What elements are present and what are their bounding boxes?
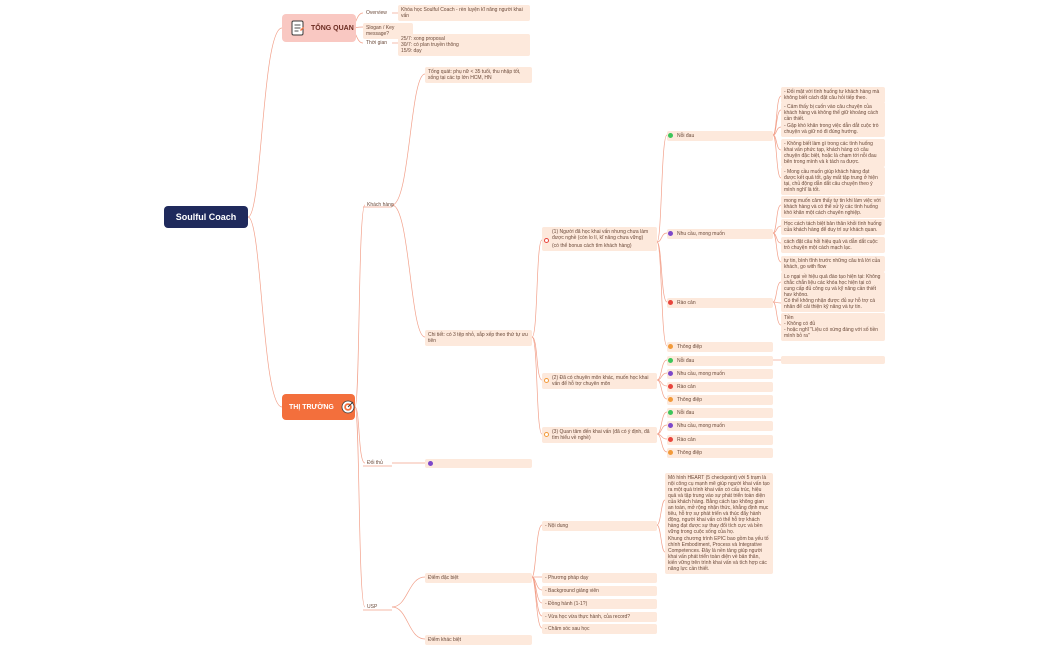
red-dot-icon xyxy=(668,300,673,305)
pain-point[interactable]: - Gặp khó khăn trong việc dẫn dắt cuộc t… xyxy=(781,121,885,137)
info-icon xyxy=(428,461,433,466)
seg3-item-label: Thông điệp xyxy=(677,450,703,456)
seg2-item[interactable]: Nhu cầu, mong muốn xyxy=(667,369,773,379)
seg1-nhu-cau-label: Nhu cầu, mong muốn xyxy=(677,231,725,237)
seg1-rao-can[interactable]: Rào cản xyxy=(667,298,773,308)
purple-dot-icon xyxy=(668,231,673,236)
need-item[interactable]: cách đặt câu hỏi hiệu quả và dẫn dắt cuộ… xyxy=(781,237,885,253)
green-dot-icon xyxy=(668,358,673,363)
pain-point[interactable]: - Không biết làm gì trong các tình huống… xyxy=(781,139,885,167)
time-details[interactable]: 25/7: xong proposal 30/7: có plan truyền… xyxy=(398,34,530,56)
segment-3-node[interactable]: (3) Quan tâm đến khai vấn (đã có ý định,… xyxy=(542,427,657,443)
seg1-thong-diep[interactable]: Thông điệp xyxy=(667,342,773,352)
usp-label[interactable]: USP xyxy=(367,604,378,610)
time-line-3: 15/9: dạy xyxy=(401,48,422,54)
khach-hang-label[interactable]: Khách hàng xyxy=(367,202,394,208)
segment-2-label: (2) Đã có chuyên môn khác, muốn học khai… xyxy=(552,375,649,387)
chi-tiet-node[interactable]: Chi tiết: có 3 tệp nhỏ, sắp xếp theo thứ… xyxy=(425,330,532,346)
need-item[interactable]: tự tin, bình tĩnh trước những câu trả lờ… xyxy=(781,256,885,272)
seg3-item[interactable]: Nhu cầu, mong muốn xyxy=(667,421,773,431)
time-line-2: 30/7: có plan truyền thông xyxy=(401,42,459,48)
purple-dot-icon xyxy=(668,371,673,376)
pain-point[interactable]: - Mong cầu muốn giúp khách hàng đạt được… xyxy=(781,167,885,195)
barrier-item[interactable]: Có thể không nhận được đủ sự hỗ trợ cá n… xyxy=(781,296,885,312)
segment-1-sub: (có thể bonus cách tìm khách hàng) xyxy=(552,243,632,249)
seg1-thong-diep-label: Thông điệp xyxy=(677,344,703,350)
seg1-noi-dau[interactable]: Nỗi đau xyxy=(667,131,773,141)
pain-point[interactable]: - Đối mặt với tình huống tư khách hàng m… xyxy=(781,87,885,103)
category-tong-quan[interactable]: TỔNG QUAN xyxy=(282,14,356,42)
red-dot-icon xyxy=(668,437,673,442)
seg2-item[interactable]: Thông điệp xyxy=(667,395,773,405)
usp-other-item[interactable]: - Background giảng viên xyxy=(542,586,657,596)
seg3-item[interactable]: Nỗi đau xyxy=(667,408,773,418)
barrier-item[interactable]: Tiền - Không có đủ - hoặc nghĩ "Liệu có … xyxy=(781,313,885,341)
seg3-item-label: Nỗi đau xyxy=(677,410,695,416)
need-item[interactable]: mong muốn cảm thấy tự tin khi làm việc v… xyxy=(781,196,885,218)
usp-other-item[interactable]: - Vừa học vừa thực hành, của record? xyxy=(542,612,657,622)
diem-dac-biet-node[interactable]: Điểm đặc biệt xyxy=(425,573,532,583)
overview-label[interactable]: Overview xyxy=(366,10,387,16)
orange-dot-icon xyxy=(668,450,673,455)
usp-other-item[interactable]: - Đồng hành (1-1?) xyxy=(542,599,657,609)
seg2-item[interactable]: Rào cản xyxy=(667,382,773,392)
seg1-nhu-cau[interactable]: Nhu cầu, mong muốn xyxy=(667,229,773,239)
root-node[interactable]: Soulful Coach xyxy=(164,206,248,228)
document-icon xyxy=(291,20,305,36)
green-dot-icon xyxy=(668,410,673,415)
red-dot-icon xyxy=(668,384,673,389)
seg2-item-label: Thông điệp xyxy=(677,397,703,403)
usp-other-item[interactable]: - Phương pháp dạy xyxy=(542,573,657,583)
segment-1-label: (1) Người đã học khai vấn nhưng chưa làm… xyxy=(552,229,649,241)
noi-dung-detail[interactable]: Khung chương trình EPIC bao gồm ba yếu t… xyxy=(665,534,773,574)
segment-1-marker-icon xyxy=(544,238,549,243)
need-item[interactable]: Học cách tách biệt bản thân khỏi tình hu… xyxy=(781,219,885,235)
doi-thu-node[interactable] xyxy=(425,459,532,468)
segment-3-marker-icon xyxy=(544,432,549,437)
orange-dot-icon xyxy=(668,397,673,402)
seg2-item[interactable]: Nỗi đau xyxy=(667,356,773,366)
orange-dot-icon xyxy=(668,344,673,349)
empty-node[interactable] xyxy=(781,356,885,364)
target-icon xyxy=(341,400,355,414)
thi-truong-label: THỊ TRƯỜNG xyxy=(289,403,334,411)
seg1-rao-can-label: Rào cản xyxy=(677,300,696,306)
tong-quan-label: TỔNG QUAN xyxy=(311,24,354,32)
segment-2-node[interactable]: (2) Đã có chuyên môn khác, muốn học khai… xyxy=(542,373,657,389)
segment-1-node[interactable]: (1) Người đã học khai vấn nhưng chưa làm… xyxy=(542,227,657,251)
seg1-noi-dau-label: Nỗi đau xyxy=(677,133,695,139)
seg3-item[interactable]: Thông điệp xyxy=(667,448,773,458)
noi-dung-node[interactable]: - Nội dung xyxy=(542,521,657,531)
time-label[interactable]: Thời gian xyxy=(366,40,388,46)
seg3-item[interactable]: Rào cản xyxy=(667,435,773,445)
seg2-item-label: Rào cản xyxy=(677,384,696,390)
pain-point[interactable]: - Cảm thấy bị cuốn vào câu chuyện của kh… xyxy=(781,102,885,124)
seg2-item-label: Nhu cầu, mong muốn xyxy=(677,371,725,377)
time-line-1: 25/7: xong proposal xyxy=(401,36,445,42)
seg3-item-label: Nhu cầu, mong muốn xyxy=(677,423,725,429)
barrier-item[interactable]: Lo ngại về hiệu quả đào tạo hiện tại: Kh… xyxy=(781,272,885,300)
green-dot-icon xyxy=(668,133,673,138)
segment-2-marker-icon xyxy=(544,378,549,383)
segment-3-label: (3) Quan tâm đến khai vấn (đã có ý định,… xyxy=(552,429,650,441)
category-thi-truong[interactable]: THỊ TRƯỜNG xyxy=(282,394,355,420)
tong-quat-node[interactable]: Tổng quát: phụ nữ < 35 tuổi, thu nhập tố… xyxy=(425,67,532,83)
diem-khac-biet-node[interactable]: Điểm khác biệt xyxy=(425,635,532,645)
usp-other-item[interactable]: - Chăm sóc sau học xyxy=(542,624,657,634)
noi-dung-detail[interactable]: Mô hình HEART (5 checkpoint) với 5 trạm … xyxy=(665,473,773,537)
root-label: Soulful Coach xyxy=(175,212,237,222)
seg2-item-label: Nỗi đau xyxy=(677,358,695,364)
purple-dot-icon xyxy=(668,423,673,428)
seg3-item-label: Rào cản xyxy=(677,437,696,443)
doi-thu-label[interactable]: Đối thủ xyxy=(367,460,383,466)
overview-text[interactable]: Khóa học Soulful Coach - rèn luyện kĩ nă… xyxy=(398,5,530,21)
